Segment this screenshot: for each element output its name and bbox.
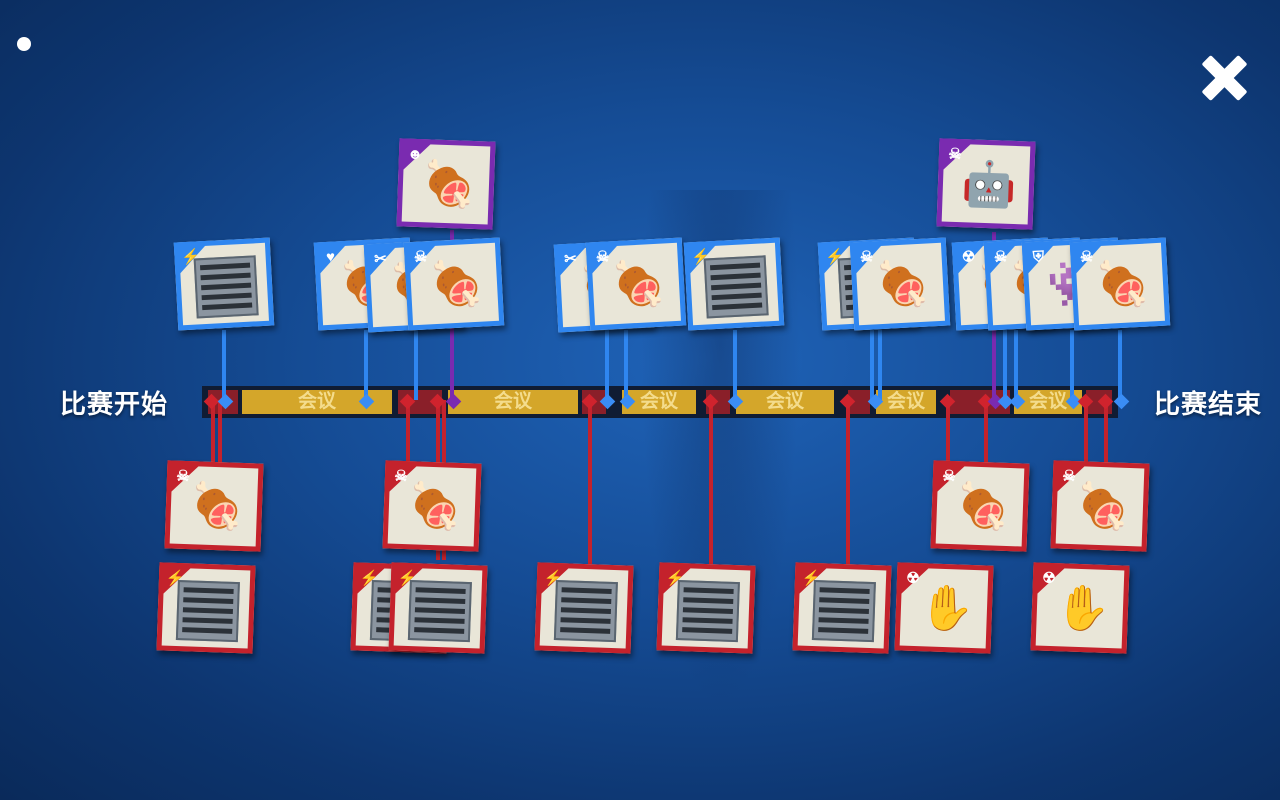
dead-body-icon: 🍖 bbox=[188, 481, 246, 533]
event-card[interactable]: ☠ 🍖 bbox=[849, 237, 951, 331]
stop-hand-icon: ✋ bbox=[918, 583, 976, 635]
event-connector bbox=[414, 330, 418, 400]
event-connector bbox=[222, 330, 226, 400]
event-connector bbox=[211, 400, 215, 464]
dead-body-icon: 🍖 bbox=[428, 258, 486, 311]
event-connector bbox=[709, 400, 713, 564]
admin-panel-icon bbox=[703, 255, 769, 319]
meeting-segment[interactable]: 会议 bbox=[736, 390, 834, 414]
event-connector bbox=[733, 330, 737, 400]
event-card[interactable]: ☻ 🍖 bbox=[396, 138, 496, 230]
meeting-segment[interactable]: 会议 bbox=[876, 390, 936, 414]
event-card[interactable]: ☠ 🍖 bbox=[382, 460, 482, 552]
event-card[interactable]: ☢ ✋ bbox=[894, 562, 994, 654]
event-card[interactable]: ☠ 🤖 bbox=[936, 138, 1036, 230]
event-connector bbox=[1070, 330, 1074, 400]
event-connector bbox=[624, 330, 628, 400]
robot-icon: 🤖 bbox=[960, 159, 1018, 211]
event-connector bbox=[218, 400, 222, 464]
dead-body-icon: 🍖 bbox=[1074, 481, 1132, 533]
event-card[interactable]: ⚡ bbox=[156, 562, 256, 654]
dead-body-icon: 🍖 bbox=[610, 258, 668, 311]
event-connector bbox=[946, 400, 950, 464]
menu-dot-icon[interactable] bbox=[17, 37, 31, 51]
event-connector bbox=[605, 330, 609, 400]
event-connector bbox=[406, 400, 410, 464]
event-connector bbox=[1104, 400, 1108, 464]
admin-panel-icon bbox=[175, 580, 240, 643]
event-connector bbox=[364, 330, 368, 400]
event-card[interactable]: ⚡ bbox=[792, 562, 892, 654]
dead-body-icon: 🍖 bbox=[406, 481, 464, 533]
event-connector bbox=[1118, 330, 1122, 400]
dead-body-icon: 🍖 bbox=[954, 481, 1012, 533]
event-card[interactable]: ☠ 🍖 bbox=[1050, 460, 1150, 552]
event-connector bbox=[1014, 330, 1018, 400]
meeting-segment[interactable]: 会议 bbox=[448, 390, 578, 414]
dead-body-icon: 🍖 bbox=[1094, 258, 1152, 311]
event-card[interactable]: ⚡ bbox=[173, 237, 275, 331]
event-connector bbox=[588, 400, 592, 564]
close-icon[interactable] bbox=[1196, 50, 1252, 106]
admin-panel-icon bbox=[407, 580, 472, 643]
admin-panel-icon bbox=[675, 580, 740, 643]
dead-body-icon: 🍖 bbox=[420, 159, 478, 211]
event-card[interactable]: ☢ ✋ bbox=[1030, 562, 1130, 654]
admin-panel-icon bbox=[811, 580, 876, 643]
match-start-label: 比赛开始 bbox=[60, 389, 169, 419]
stop-hand-icon: ✋ bbox=[1054, 583, 1112, 635]
event-card[interactable]: ⚡ bbox=[683, 237, 785, 331]
event-connector bbox=[878, 330, 882, 400]
event-card[interactable]: ☠ 🍖 bbox=[403, 237, 505, 331]
event-card[interactable]: ⚡ bbox=[388, 562, 488, 654]
event-card[interactable]: ☠ 🍖 bbox=[585, 237, 687, 331]
event-connector bbox=[870, 330, 874, 400]
kill-segment bbox=[848, 390, 870, 414]
event-card[interactable]: ⚡ bbox=[656, 562, 756, 654]
event-card[interactable]: ⚡ bbox=[534, 562, 634, 654]
match-end-label: 比赛结束 bbox=[1154, 389, 1263, 419]
dead-body-icon: 🍖 bbox=[874, 258, 932, 311]
event-connector bbox=[984, 400, 988, 464]
admin-panel-icon bbox=[193, 255, 259, 319]
event-card[interactable]: ☠ 🍖 bbox=[1069, 237, 1171, 331]
event-connector bbox=[1003, 330, 1007, 400]
event-connector bbox=[1084, 400, 1088, 464]
event-card[interactable]: ☠ 🍖 bbox=[930, 460, 1030, 552]
event-card[interactable]: ☠ 🍖 bbox=[164, 460, 264, 552]
admin-panel-icon bbox=[553, 580, 618, 643]
event-connector bbox=[846, 400, 850, 564]
